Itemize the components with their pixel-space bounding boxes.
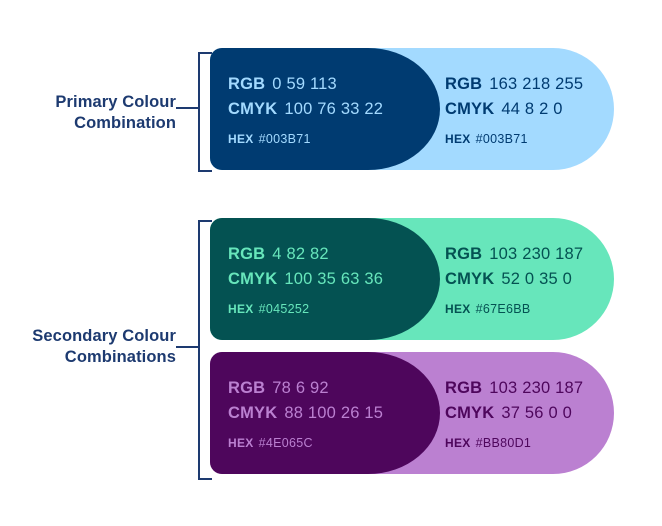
hex-line: HEX #045252 <box>228 301 383 317</box>
cmyk-line: CMYK 100 35 63 36 <box>228 267 383 292</box>
hex-value: #045252 <box>258 302 310 316</box>
hex-label: HEX <box>228 302 254 316</box>
rgb-line: RGB 4 82 82 <box>228 242 383 267</box>
cmyk-line: CMYK 37 56 0 0 <box>445 401 583 426</box>
cmyk-label: CMYK <box>228 100 278 118</box>
primary-label-line-1: Primary Colour <box>55 93 176 111</box>
secondary-connector-line <box>176 346 198 348</box>
primary-light-swatch-info: RGB 163 218 255 CMYK 44 8 2 0 HEX #003B71 <box>445 72 583 147</box>
cmyk-line: CMYK 52 0 35 0 <box>445 267 583 292</box>
rgb-value: 103 230 187 <box>489 379 584 397</box>
hex-line: HEX #4E065C <box>228 435 383 451</box>
rgb-label: RGB <box>445 245 483 263</box>
hex-label: HEX <box>445 132 471 146</box>
hex-label: HEX <box>228 132 254 146</box>
rgb-line: RGB 103 230 187 <box>445 242 583 267</box>
hex-label: HEX <box>445 436 471 450</box>
rgb-label: RGB <box>228 379 266 397</box>
secondary-bracket <box>198 220 212 480</box>
cmyk-label: CMYK <box>445 404 495 422</box>
rgb-value: 78 6 92 <box>272 379 329 397</box>
cmyk-value: 52 0 35 0 <box>501 270 573 288</box>
rgb-value: 4 82 82 <box>272 245 329 263</box>
secondary-label-line-1: Secondary Colour <box>32 327 176 345</box>
cmyk-label: CMYK <box>228 270 278 288</box>
cmyk-line: CMYK 100 76 33 22 <box>228 97 383 122</box>
cmyk-value: 44 8 2 0 <box>501 100 563 118</box>
hex-line: HEX #BB80D1 <box>445 435 583 451</box>
teal-light-swatch-info: RGB 103 230 187 CMYK 52 0 35 0 HEX #67E6BB <box>445 242 583 317</box>
primary-colour-label: Primary Colour Combination <box>18 92 176 134</box>
hex-value: #003B71 <box>475 132 528 146</box>
secondary-colour-label: Secondary Colour Combinations <box>4 326 176 368</box>
rgb-line: RGB 163 218 255 <box>445 72 583 97</box>
rgb-value: 0 59 113 <box>272 75 337 93</box>
purple-light-swatch-info: RGB 103 230 187 CMYK 37 56 0 0 HEX #BB80D1 <box>445 376 583 451</box>
primary-bracket <box>198 52 212 172</box>
cmyk-line: CMYK 44 8 2 0 <box>445 97 583 122</box>
primary-connector-line <box>176 107 198 109</box>
secondary-label-line-2: Combinations <box>64 348 176 366</box>
rgb-label: RGB <box>445 379 483 397</box>
hex-value: #003B71 <box>258 132 311 146</box>
rgb-value: 163 218 255 <box>489 75 584 93</box>
cmyk-value: 100 35 63 36 <box>284 270 384 288</box>
hex-value: #4E065C <box>258 436 313 450</box>
hex-value: #BB80D1 <box>475 436 532 450</box>
hex-line: HEX #003B71 <box>228 131 383 147</box>
hex-label: HEX <box>228 436 254 450</box>
rgb-value: 103 230 187 <box>489 245 584 263</box>
cmyk-label: CMYK <box>228 404 278 422</box>
cmyk-line: CMYK 88 100 26 15 <box>228 401 383 426</box>
teal-dark-swatch-info: RGB 4 82 82 CMYK 100 35 63 36 HEX #045252 <box>228 242 383 317</box>
hex-label: HEX <box>445 302 471 316</box>
primary-dark-swatch-info: RGB 0 59 113 CMYK 100 76 33 22 HEX #003B71 <box>228 72 383 147</box>
rgb-label: RGB <box>445 75 483 93</box>
rgb-label: RGB <box>228 75 266 93</box>
hex-value: #67E6BB <box>475 302 531 316</box>
rgb-line: RGB 78 6 92 <box>228 376 383 401</box>
hex-line: HEX #67E6BB <box>445 301 583 317</box>
cmyk-value: 37 56 0 0 <box>501 404 573 422</box>
primary-dark-swatch <box>210 48 440 170</box>
primary-label-line-2: Combination <box>74 114 176 132</box>
rgb-line: RGB 103 230 187 <box>445 376 583 401</box>
hex-line: HEX #003B71 <box>445 131 583 147</box>
teal-dark-swatch <box>210 218 440 340</box>
purple-dark-swatch <box>210 352 440 474</box>
cmyk-value: 100 76 33 22 <box>284 100 384 118</box>
purple-dark-swatch-info: RGB 78 6 92 CMYK 88 100 26 15 HEX #4E065C <box>228 376 383 451</box>
secondary-purple-pill: RGB 78 6 92 CMYK 88 100 26 15 HEX #4E065C R… <box>210 352 614 474</box>
secondary-teal-pill: RGB 4 82 82 CMYK 100 35 63 36 HEX #045252 R… <box>210 218 614 340</box>
cmyk-label: CMYK <box>445 270 495 288</box>
cmyk-label: CMYK <box>445 100 495 118</box>
rgb-line: RGB 0 59 113 <box>228 72 383 97</box>
rgb-label: RGB <box>228 245 266 263</box>
cmyk-value: 88 100 26 15 <box>284 404 384 422</box>
